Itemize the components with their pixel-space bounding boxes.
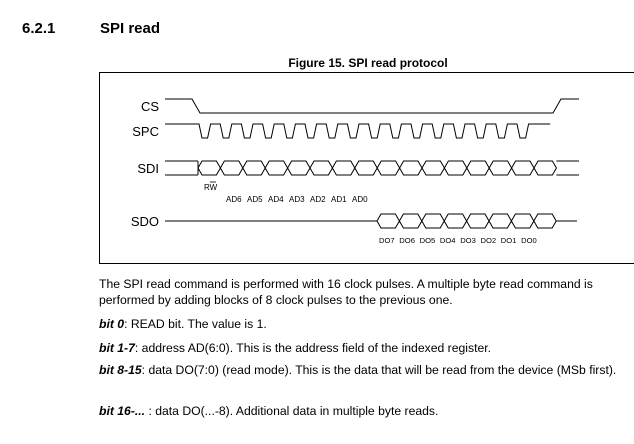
bit16-text: : data DO(...-8). Additional data in mul… [145, 404, 439, 418]
figure-caption: Figure 15. SPI read protocol [288, 56, 448, 70]
address-bit-label: AD2 [310, 195, 326, 204]
intro-paragraph: The SPI read command is performed with 1… [99, 277, 593, 307]
signal-label-sdo: SDO [131, 214, 159, 229]
data-bit-label: DO5 [420, 236, 436, 245]
bit8-15-label: bit 8-15 [99, 363, 142, 377]
section-title: SPI read [100, 20, 161, 37]
bit16-paragraph: bit 16-... : data DO(...-8). Additional … [99, 403, 634, 419]
data-bit-label: DO4 [440, 236, 456, 245]
bit0-label: bit 0 [99, 317, 125, 331]
data-bit-label: DO7 [379, 236, 395, 245]
sdo-waveform [165, 213, 577, 229]
cs-waveform [165, 98, 579, 114]
data-bit-label: DO1 [501, 236, 517, 245]
signal-label-spc: SPC [132, 124, 159, 139]
address-bit-label: AD0 [352, 195, 368, 204]
data-bit-label: DO0 [521, 236, 537, 245]
bit0-text: : READ bit. The value is 1. [124, 317, 267, 331]
address-bit-label: AD5 [247, 195, 263, 204]
figure-frame [99, 72, 634, 264]
bit1-7-label: bit 1-7 [99, 341, 135, 355]
signal-label-cs: CS [141, 99, 159, 114]
bit8-15-text: : data DO(7:0) (read mode). This is the … [141, 363, 617, 377]
data-bit-label: DO3 [460, 236, 476, 245]
spc-waveform [165, 123, 551, 139]
address-bit-label: AD4 [268, 195, 284, 204]
sdi-waveform [165, 160, 579, 176]
data-bit-label: DO2 [481, 236, 497, 245]
address-bit-label: AD3 [289, 195, 305, 204]
bit1-7-paragraph: bit 1-7: address AD(6:0). This is the ad… [99, 340, 634, 356]
section-number: 6.2.1 [22, 20, 56, 37]
address-bit-label: AD6 [226, 195, 242, 204]
data-bit-label: DO6 [399, 236, 415, 245]
rw-label: RW [204, 183, 218, 192]
address-bit-label: AD1 [331, 195, 347, 204]
bit0-paragraph: bit 0: READ bit. The value is 1. [99, 316, 634, 332]
bit1-7-text: : address AD(6:0). This is the address f… [134, 341, 491, 355]
signal-label-sdi: SDI [137, 161, 159, 176]
bit8-15-paragraph: bit 8-15: data DO(7:0) (read mode). This… [99, 362, 634, 378]
bit16-label: bit 16-... [99, 404, 146, 418]
